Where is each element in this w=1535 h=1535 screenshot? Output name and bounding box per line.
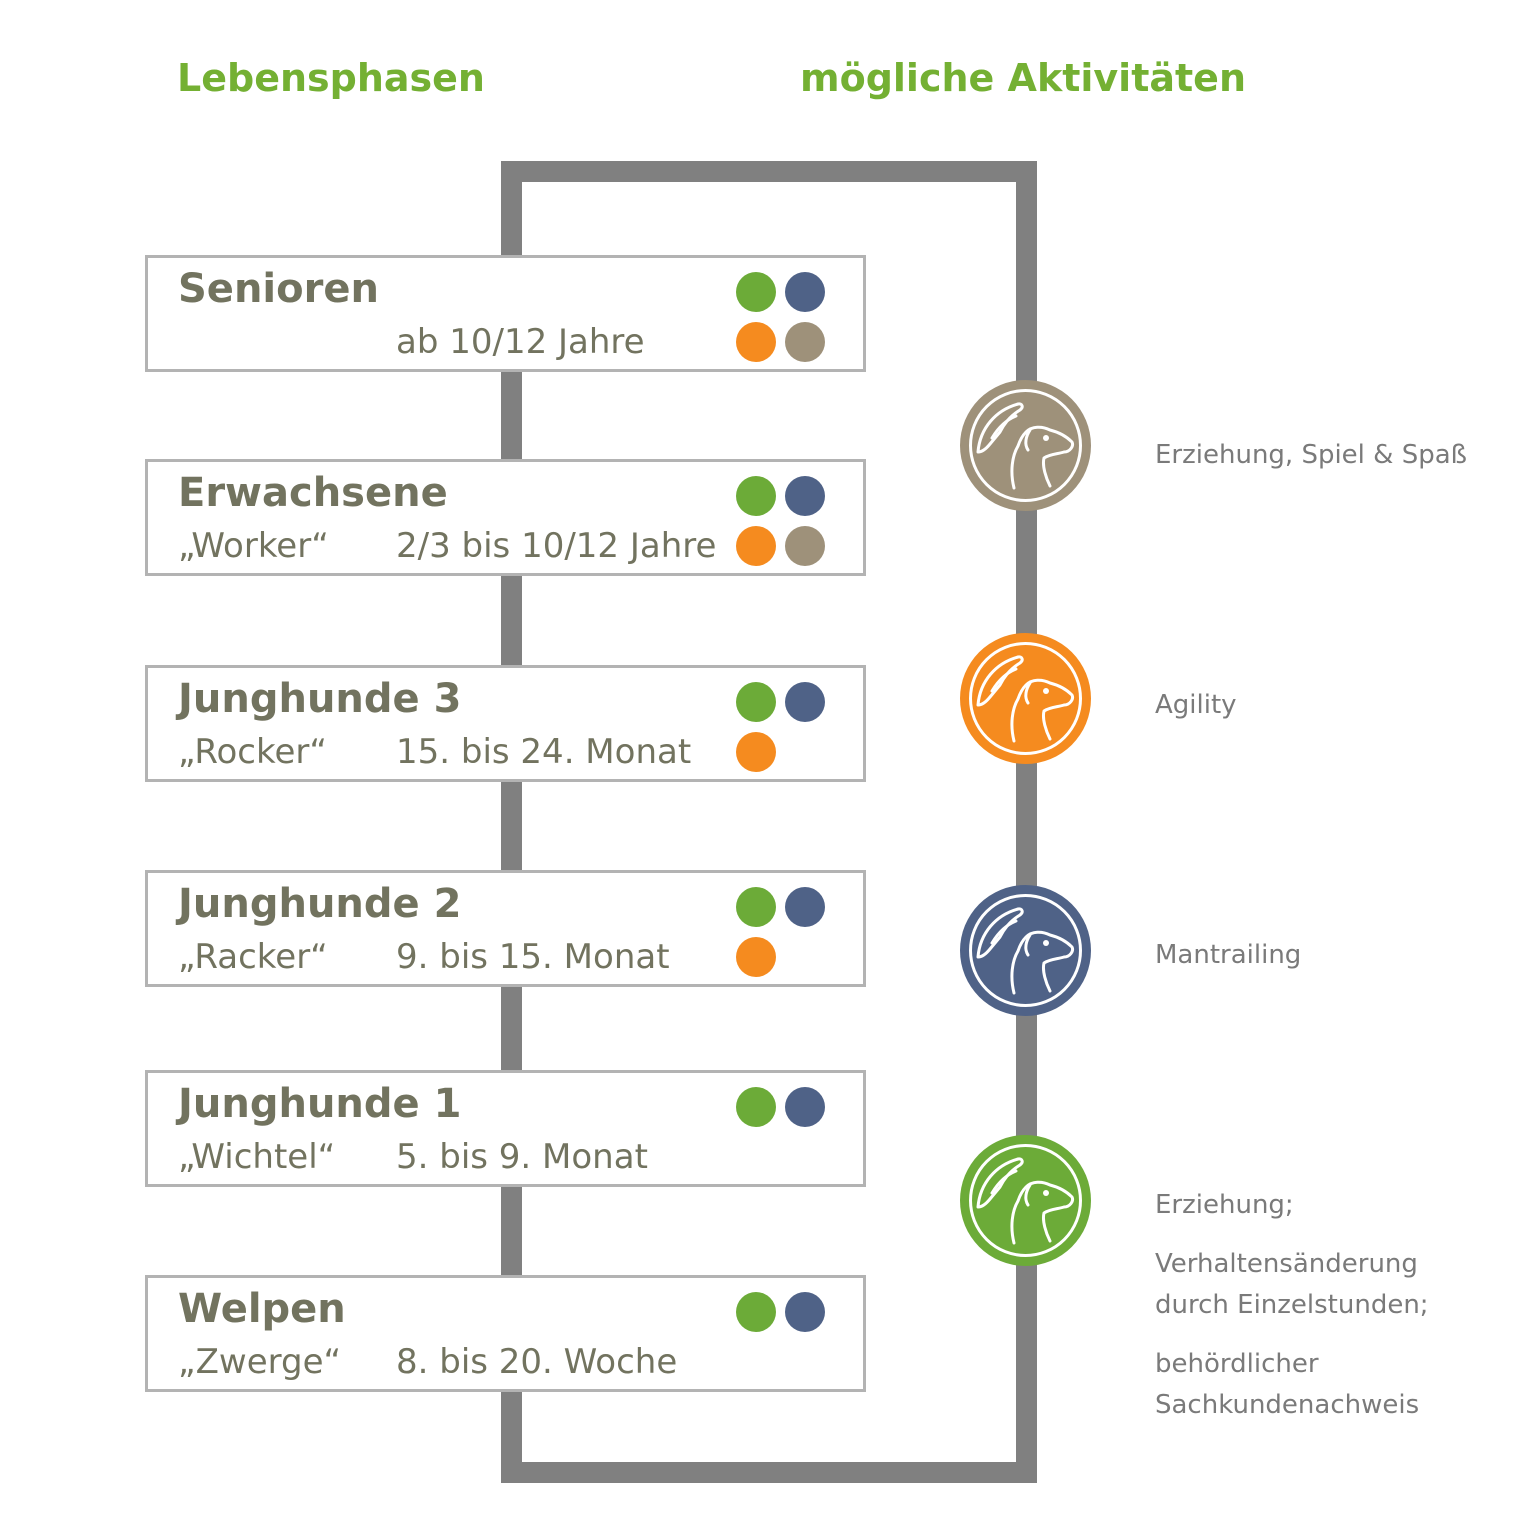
activity-dot-blue: [785, 887, 825, 927]
phase-age: 5. bis 9. Monat: [396, 1137, 648, 1177]
activity-label-taupe: Erziehung, Spiel & Spaß: [1155, 440, 1468, 470]
phase-box-erwachsene: Erwachsene „Worker“ 2/3 bis 10/12 Jahre: [145, 459, 866, 576]
activity-dot-blue: [785, 682, 825, 722]
phase-name: Erwachsene: [178, 470, 448, 516]
activity-dot-green: [736, 1087, 776, 1127]
activity-badge-blue: [960, 885, 1091, 1016]
dog-hand-icon: [969, 894, 1082, 1007]
phase-box-senioren: Senioren ab 10/12 Jahre: [145, 255, 866, 372]
dog-hand-icon: [969, 389, 1082, 502]
phase-nickname: „Racker“: [178, 937, 328, 977]
activity-dot-green: [736, 1292, 776, 1332]
dog-hand-icon: [969, 1144, 1082, 1257]
phase-nickname: „Rocker“: [178, 732, 327, 772]
activity-dot-blue: [785, 272, 825, 312]
phase-name: Junghunde 3: [178, 676, 462, 722]
activity-label-green-line: behördlicher: [1155, 1349, 1319, 1379]
phase-nickname: „Zwerge“: [178, 1342, 342, 1382]
activity-dot-green: [736, 476, 776, 516]
phase-name: Senioren: [178, 266, 379, 312]
activity-dot-green: [736, 887, 776, 927]
phase-age: ab 10/12 Jahre: [396, 322, 645, 362]
phase-box-junghunde-3: Junghunde 3 „Rocker“ 15. bis 24. Monat: [145, 665, 866, 782]
phase-name: Welpen: [178, 1286, 346, 1332]
activity-badge-green: [960, 1135, 1091, 1266]
phase-nickname: „Worker“: [178, 526, 329, 566]
activity-dot-taupe: [785, 526, 825, 566]
activity-label-green-line: Verhaltensänderung: [1155, 1249, 1418, 1279]
phase-age: 8. bis 20. Woche: [396, 1342, 678, 1382]
activity-dot-blue: [785, 1087, 825, 1127]
activity-dot-orange: [736, 732, 776, 772]
activity-label-green-line: Sachkundenachweis: [1155, 1390, 1420, 1420]
activity-badge-taupe: [960, 380, 1091, 511]
phase-name: Junghunde 1: [178, 1081, 462, 1127]
phase-nickname: „Wichtel“: [178, 1137, 336, 1177]
activity-dot-green: [736, 682, 776, 722]
phases-heading: Lebensphasen: [177, 56, 485, 100]
activity-label-orange: Agility: [1155, 690, 1237, 720]
phase-box-junghunde-1: Junghunde 1 „Wichtel“ 5. bis 9. Monat: [145, 1070, 866, 1187]
activity-label-blue: Mantrailing: [1155, 940, 1302, 970]
activity-label-green-line: Erziehung;: [1155, 1190, 1294, 1220]
phase-name: Junghunde 2: [178, 881, 462, 927]
activities-heading: mögliche Aktivitäten: [800, 56, 1246, 100]
activity-label-green-line: durch Einzelstunden;: [1155, 1290, 1429, 1320]
activity-dot-blue: [785, 1292, 825, 1332]
phase-age: 2/3 bis 10/12 Jahre: [396, 526, 717, 566]
activity-badge-orange: [960, 633, 1091, 764]
activity-dot-orange: [736, 526, 776, 566]
phase-age: 9. bis 15. Monat: [396, 937, 670, 977]
activity-dot-orange: [736, 322, 776, 362]
activity-dot-orange: [736, 937, 776, 977]
activity-dot-green: [736, 272, 776, 312]
phase-box-junghunde-2: Junghunde 2 „Racker“ 9. bis 15. Monat: [145, 870, 866, 987]
activity-dot-taupe: [785, 322, 825, 362]
dog-hand-icon: [969, 642, 1082, 755]
phase-box-welpen: Welpen „Zwerge“ 8. bis 20. Woche: [145, 1275, 866, 1392]
activity-dot-blue: [785, 476, 825, 516]
phase-age: 15. bis 24. Monat: [396, 732, 692, 772]
